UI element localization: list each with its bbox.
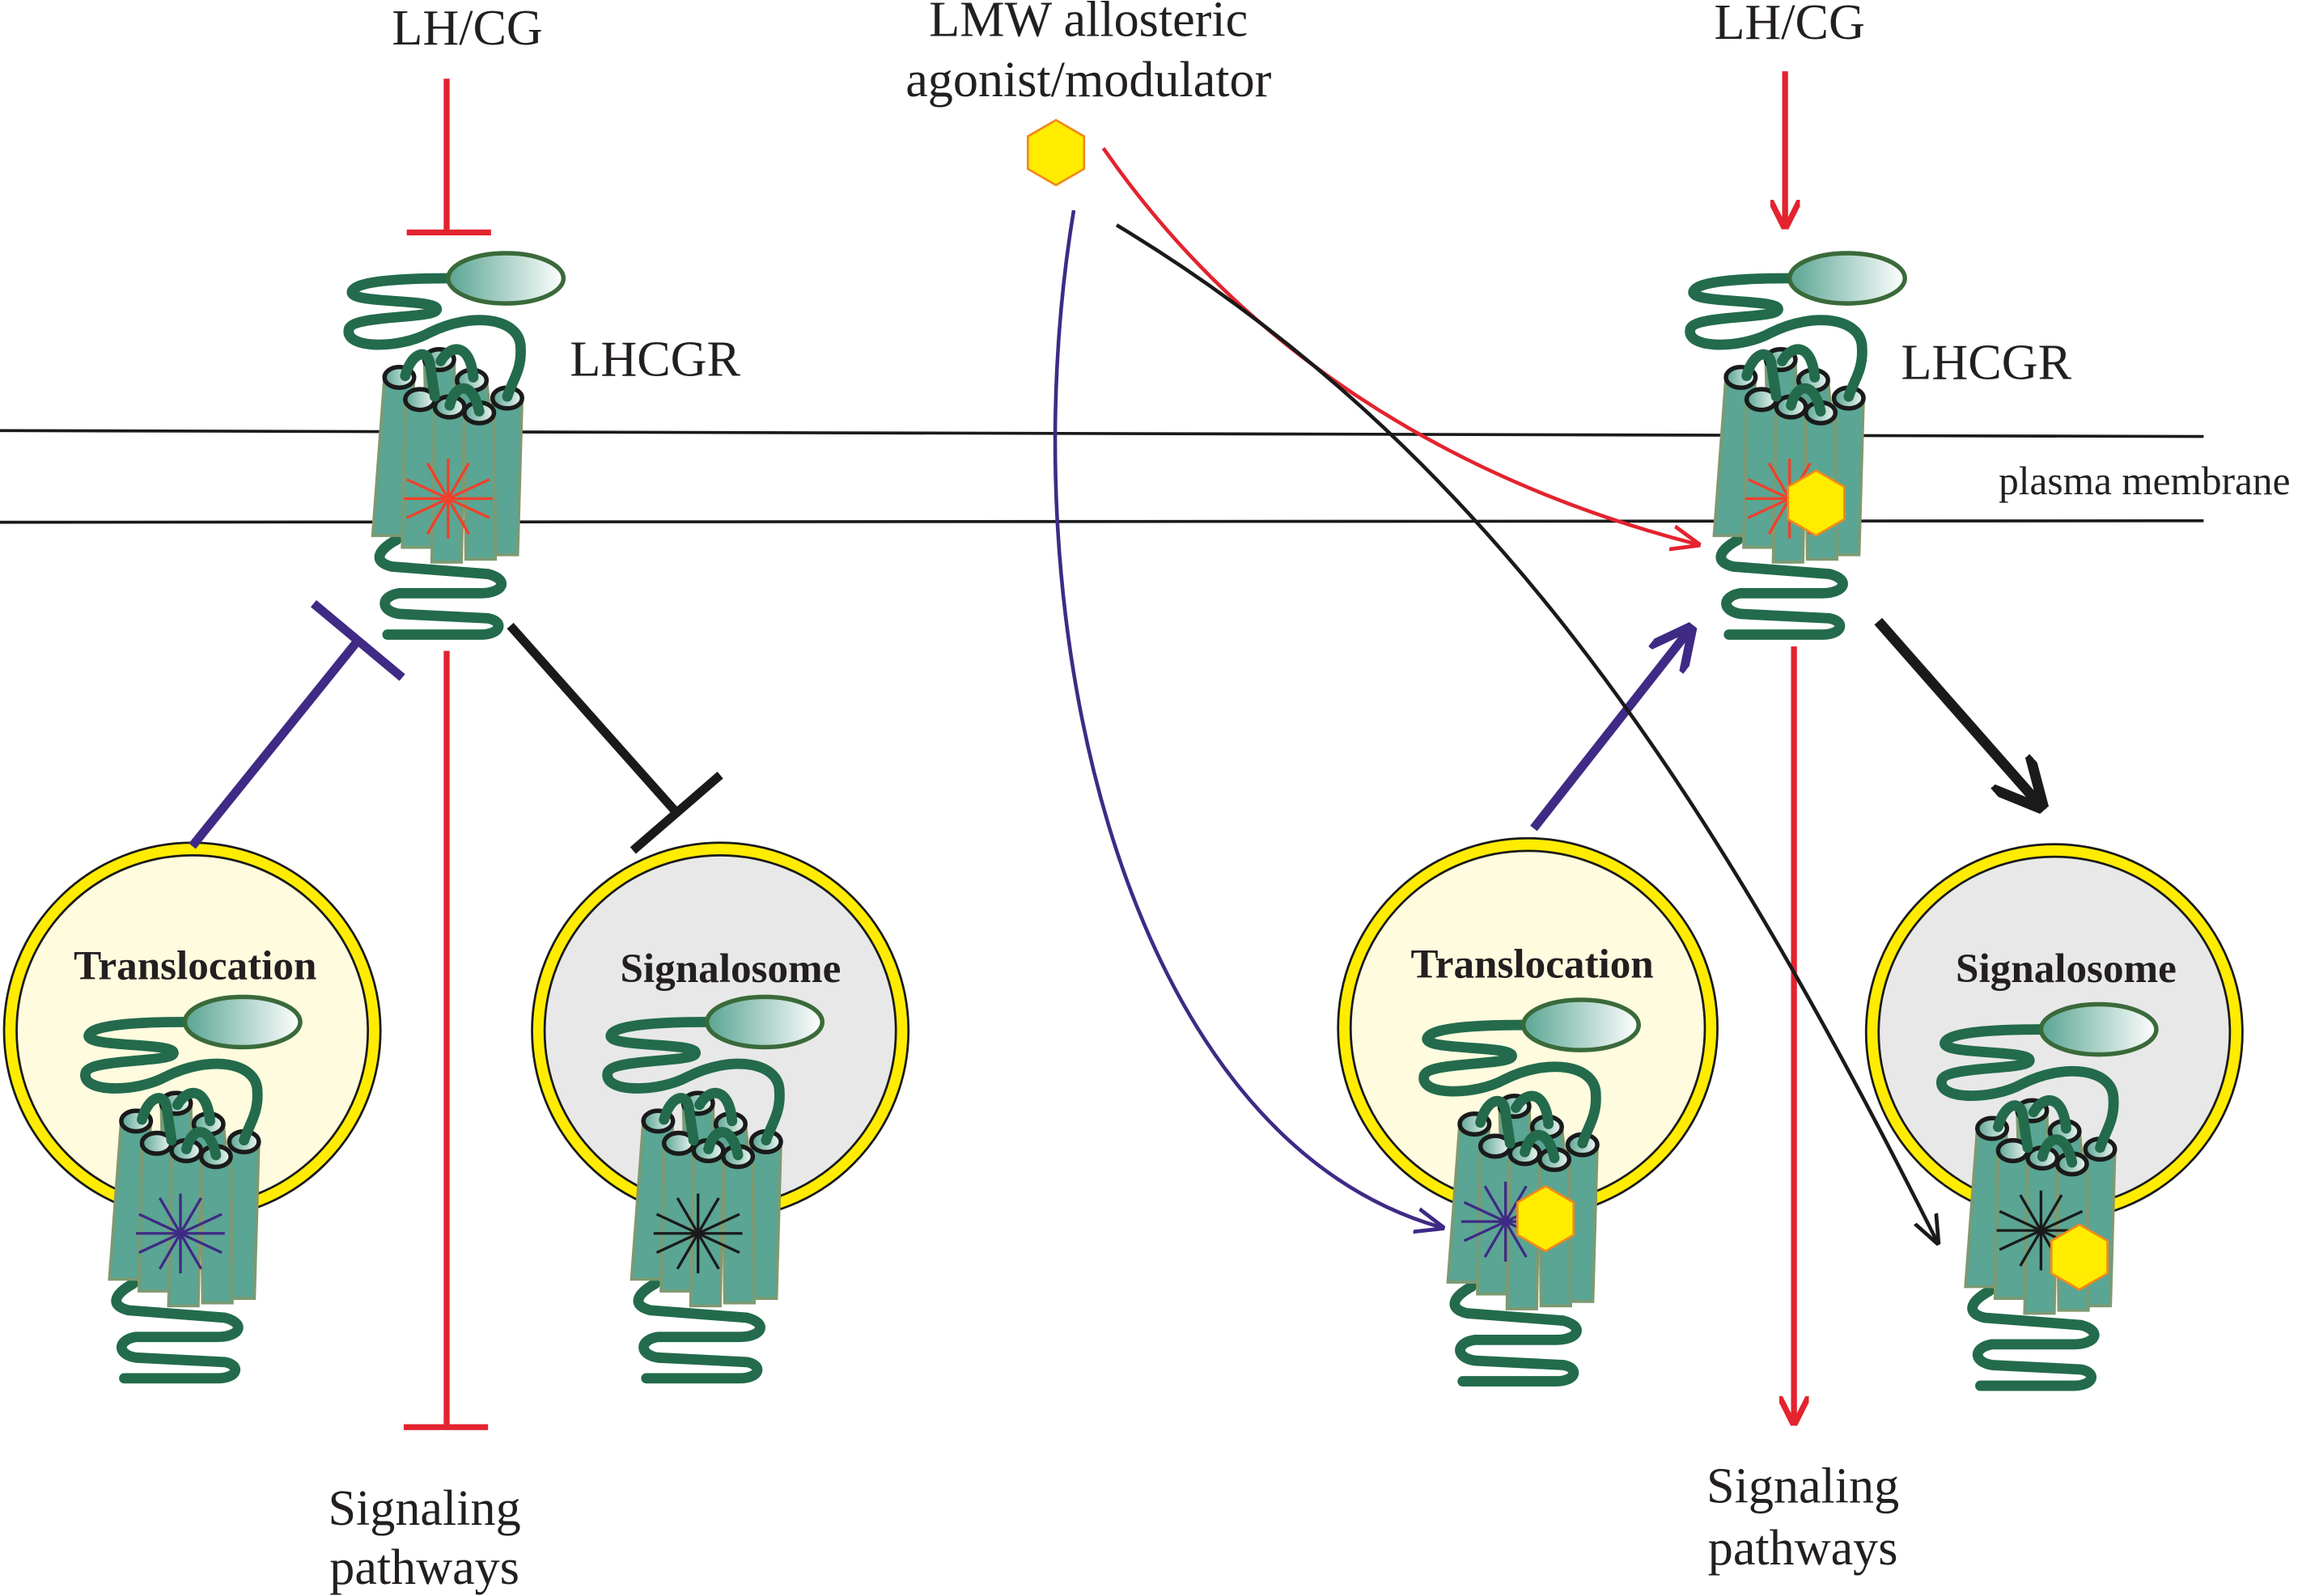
membrane-inner-line <box>0 519 2204 524</box>
modulator-label-line1: LMW allosteric <box>929 0 1248 47</box>
lhcgr-receptor-top-right <box>1690 253 1906 635</box>
translocation-label-right: Translocation <box>1410 942 1653 988</box>
translocation-activation-arrow <box>1530 629 1690 832</box>
membrane-outer-line <box>0 429 2204 438</box>
membrane-label: plasma membrane <box>1999 459 2290 503</box>
ligand-label-left: LH/CG <box>392 1 542 56</box>
modulator-arrow-to-translocation <box>1053 210 1442 1228</box>
ligand-inhibition-bar-left <box>406 78 491 236</box>
signaling-label-left-line2: pathways <box>329 1540 519 1595</box>
receptor-label-right: LHCGR <box>1901 335 2071 390</box>
signaling-label-right-line2: pathways <box>1708 1521 1898 1576</box>
signalosome-inhibition-bar <box>507 622 723 854</box>
translocation-inhibition-bar <box>189 599 405 849</box>
lhcgr-receptor-top-left <box>349 253 564 635</box>
signalosome-label-right: Signalosome <box>1956 946 2177 992</box>
modulator-arrow-to-receptor <box>1101 146 1698 544</box>
modulator-label-line2: agonist/modulator <box>905 53 1271 108</box>
signalosome-activation-arrow <box>1874 617 2041 806</box>
modulator-arrow-to-signalosome <box>1115 223 1937 1243</box>
translocation-label-left: Translocation <box>74 942 316 989</box>
signalosome-label-left: Signalosome <box>620 946 841 992</box>
signaling-inhibition-bar-left <box>403 650 489 1430</box>
signaling-label-right-line1: Signaling <box>1706 1458 1899 1513</box>
ligand-label-right: LH/CG <box>1714 0 1864 50</box>
lmw-modulator-hexagon <box>1026 119 1086 187</box>
signaling-label-left-line1: Signaling <box>329 1481 521 1536</box>
receptor-label-left: LHCGR <box>570 332 740 387</box>
